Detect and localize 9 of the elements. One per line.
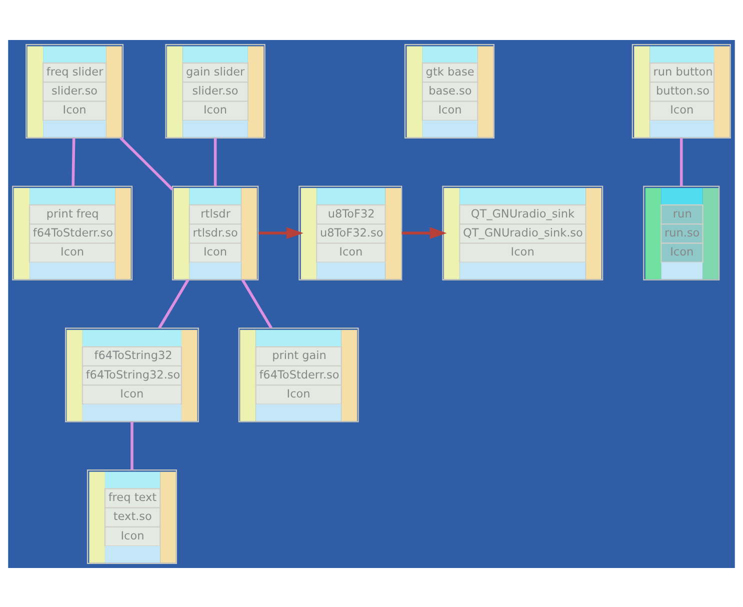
connector [120, 136, 174, 190]
connector [241, 278, 272, 328]
connector [214, 138, 217, 186]
connector [158, 278, 190, 328]
connector [130, 421, 134, 470]
connector [72, 138, 76, 186]
arrow [258, 226, 304, 238]
connector [680, 138, 683, 186]
arrow [402, 226, 447, 238]
